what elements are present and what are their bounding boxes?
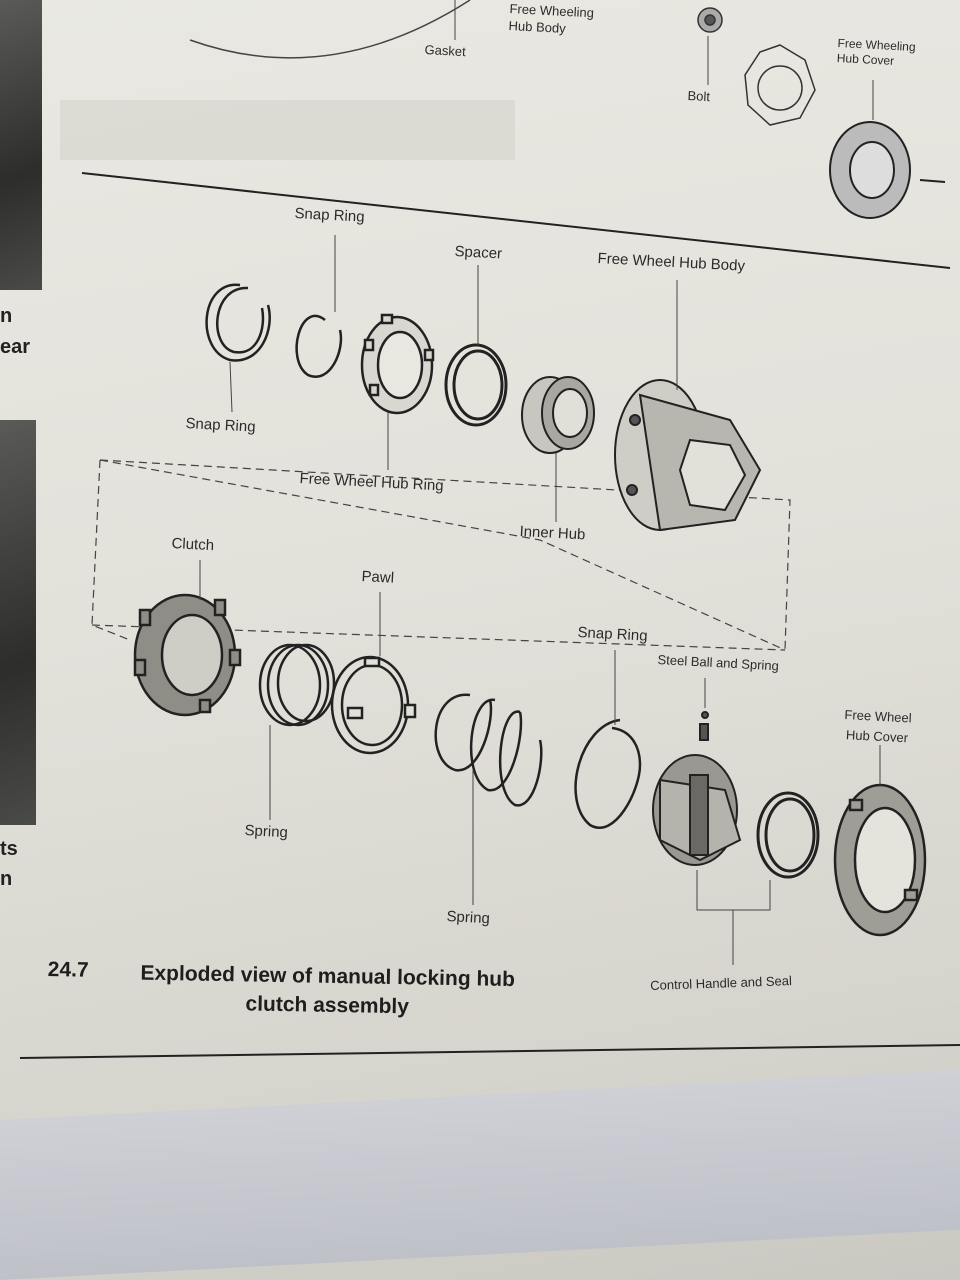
steel-ball-spring-part: [699, 711, 709, 741]
label-spring-center: Spring: [446, 908, 491, 928]
inner-hub-part: [521, 376, 595, 454]
assembly-boundary: [91, 459, 791, 651]
label-clutch: Clutch: [171, 535, 215, 555]
edge-text-ts: ts: [0, 838, 18, 860]
spring-center-part: [434, 693, 543, 807]
snap-ring-left-part: [205, 283, 271, 362]
label-gasket: Gasket: [424, 42, 467, 60]
label-inner-hub: Inner Hub: [519, 523, 586, 544]
figure-caption: Exploded view of manual locking hub clut…: [140, 961, 516, 1019]
snap-ring-lower-part: [574, 718, 642, 829]
edge-text-on: n: [0, 868, 13, 890]
free-wheel-hub-ring-part: [360, 313, 435, 415]
label-free-wheel-hub-cover: Free Wheel Hub Cover: [844, 706, 913, 746]
left-photo-bottom: [0, 420, 36, 825]
label-spring-left: Spring: [244, 822, 289, 842]
label-snap-ring-top: Snap Ring: [294, 205, 365, 226]
free-wheel-hub-body-part: [614, 379, 762, 532]
edge-text-ear: ear: [0, 336, 31, 358]
divider-top: [81, 172, 951, 269]
bolt-part: [697, 7, 723, 33]
figure-number: 24.7: [47, 958, 89, 982]
clutch-part: [133, 593, 242, 717]
control-handle-bracket: [696, 870, 771, 965]
divider-bottom: [19, 1044, 960, 1059]
label-pawl: Pawl: [361, 568, 395, 587]
label-bolt: Bolt: [687, 88, 711, 105]
edge-text-n: n: [0, 305, 13, 327]
control-handle-part: [652, 754, 742, 866]
pawl-part: [330, 655, 417, 755]
label-spacer: Spacer: [454, 243, 503, 263]
label-snap-ring-lower: Snap Ring: [577, 624, 648, 645]
gasket-arc: [189, 0, 471, 59]
spacer-part: [444, 343, 508, 427]
free-wheel-hub-cover-part: [833, 783, 927, 937]
spring-left-part: [258, 643, 336, 727]
left-photo-top: [0, 0, 42, 290]
label-snap-ring-left: Snap Ring: [185, 415, 256, 436]
label-free-wheeling-hub-cover: Free Wheeling Hub Cover: [836, 36, 916, 68]
top-gasket-star: [744, 44, 816, 126]
snap-ring-top-part: [295, 314, 343, 378]
seal-part: [756, 791, 820, 879]
top-grey-block: [60, 100, 515, 160]
label-free-wheeling-hub-body: Free Wheeling Hub Body: [508, 0, 595, 36]
top-hub-cover: [829, 121, 946, 219]
